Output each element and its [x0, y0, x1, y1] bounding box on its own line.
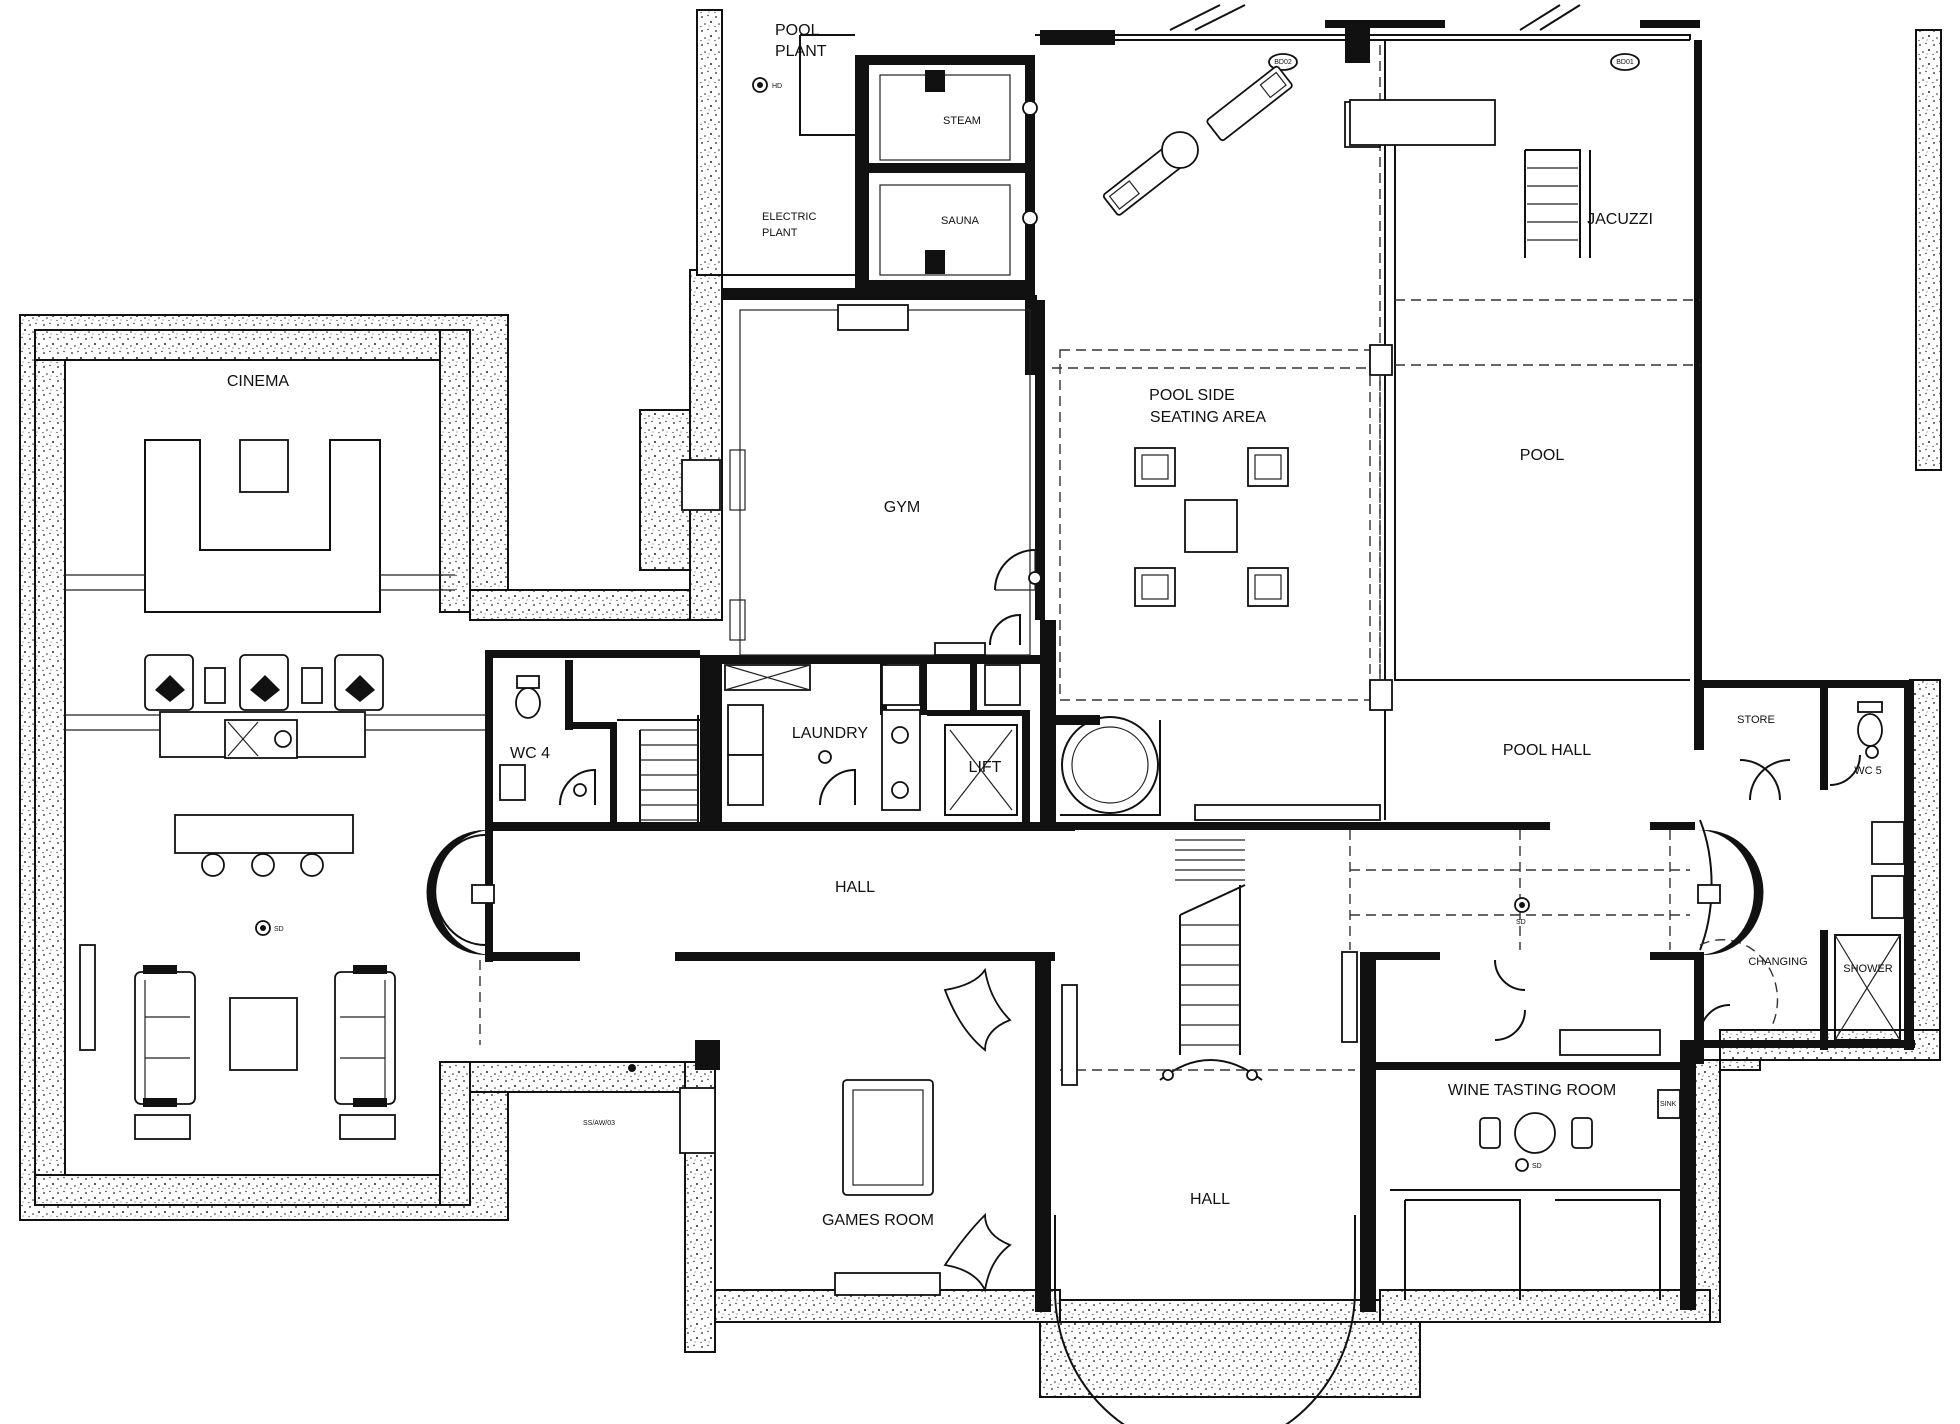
wine-sd-tag: SD [1532, 1163, 1542, 1170]
wc4-label: WC 4 [510, 745, 550, 762]
pool-plant [721, 15, 855, 276]
wine-tasting-label: WINE TASTING ROOM [1448, 1082, 1616, 1099]
cinema-sd-tag: SD [274, 926, 284, 933]
changing-suite [1699, 701, 1905, 1041]
hall-corridor: SD [426, 830, 1764, 1424]
pool-deck-outline: BD02 BD01 [1035, 4, 1700, 820]
changing-label: CHANGING [1748, 956, 1807, 968]
sauna-label: SAUNA [941, 215, 980, 227]
laundry-and-lift [724, 664, 1021, 816]
room-labels: POOL PLANT HD ELECTRIC PLANT STEAM SAUNA… [227, 22, 1893, 1229]
cinema-label: CINEMA [227, 373, 290, 390]
bd02-tag: BD02 [1274, 59, 1292, 66]
games-room-label: GAMES ROOM [822, 1212, 934, 1229]
wc4-and-stair [499, 675, 700, 830]
gym-room [681, 304, 1042, 656]
section-mark: SS/AW/03 [583, 1120, 615, 1127]
pool-plant-label-1: POOL [775, 22, 820, 39]
steam-sauna [879, 70, 1038, 276]
structural-walls [485, 30, 1915, 1312]
jacuzzi-label: JACUZZI [1587, 211, 1653, 228]
sun-loungers [1102, 65, 1293, 216]
games-room [679, 967, 1012, 1296]
pool-side-seating [1134, 447, 1289, 607]
pool-hall-label: POOL HALL [1503, 742, 1591, 759]
pool-hall-sd-tag: SD [1516, 919, 1526, 926]
pool-hall-area [1055, 715, 1381, 821]
wine-tasting-room: SD SINK [1390, 959, 1681, 1300]
bd01-tag: BD01 [1616, 59, 1634, 66]
pool-side-label-2: SEATING AREA [1150, 409, 1267, 426]
electric-plant-label-2: PLANT [762, 227, 798, 239]
shower-label: SHOWER [1843, 963, 1893, 975]
hall-lower-label: HALL [1190, 1191, 1230, 1208]
lift-label: LIFT [969, 759, 1002, 776]
cinema-room: SD [65, 439, 485, 1140]
pool-plant-label-2: PLANT [775, 43, 827, 60]
retaining-walls [19, 9, 1942, 1398]
pool-plant-tag: HD [772, 83, 782, 90]
sink-tag: SINK [1660, 1101, 1677, 1108]
wc5-label: WC 5 [1854, 765, 1882, 777]
pool-side-label-1: POOL SIDE [1149, 387, 1235, 404]
pool-label: POOL [1520, 447, 1565, 464]
electric-plant-label-1: ELECTRIC [762, 211, 816, 223]
gym-label: GYM [884, 499, 920, 516]
store-label: STORE [1737, 714, 1775, 726]
steam-label: STEAM [943, 115, 981, 127]
laundry-label: LAUNDRY [792, 725, 869, 742]
hall-upper-label: HALL [835, 879, 875, 896]
